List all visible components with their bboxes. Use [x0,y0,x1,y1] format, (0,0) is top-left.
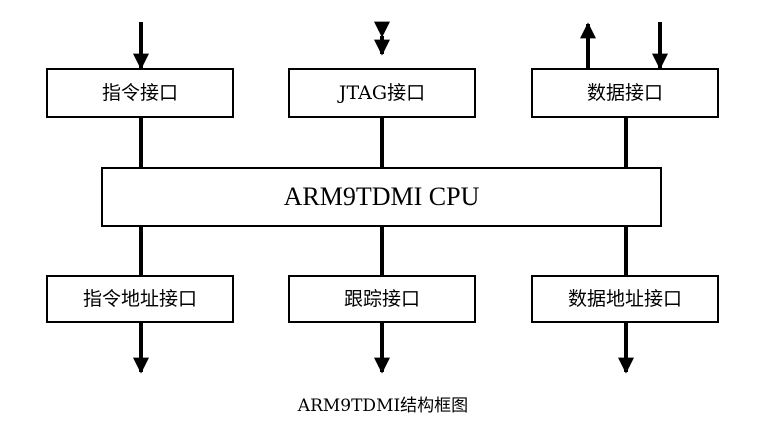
instruction-interface-box: 指令接口 [46,68,234,118]
data-address-interface-box: 数据地址接口 [531,275,719,323]
instruction-interface-label: 指令接口 [101,81,178,104]
data-interface-label: 数据接口 [586,81,663,104]
jtag-interface-label: JTAG接口 [338,81,426,104]
trace-interface-box: 跟踪接口 [288,275,476,323]
cpu-label: ARM9TDMI CPU [283,182,480,211]
figure-caption: ARM9TDMI结构框图 [297,396,469,416]
data-address-interface-label: 数据地址接口 [567,287,682,310]
cpu-box: ARM9TDMI CPU [101,167,662,227]
instruction-address-interface-box: 指令地址接口 [46,275,234,323]
trace-interface-label: 跟踪接口 [343,287,420,310]
jtag-interface-box: JTAG接口 [288,68,476,118]
data-interface-box: 数据接口 [531,68,719,118]
instruction-address-interface-label: 指令地址接口 [82,287,197,310]
